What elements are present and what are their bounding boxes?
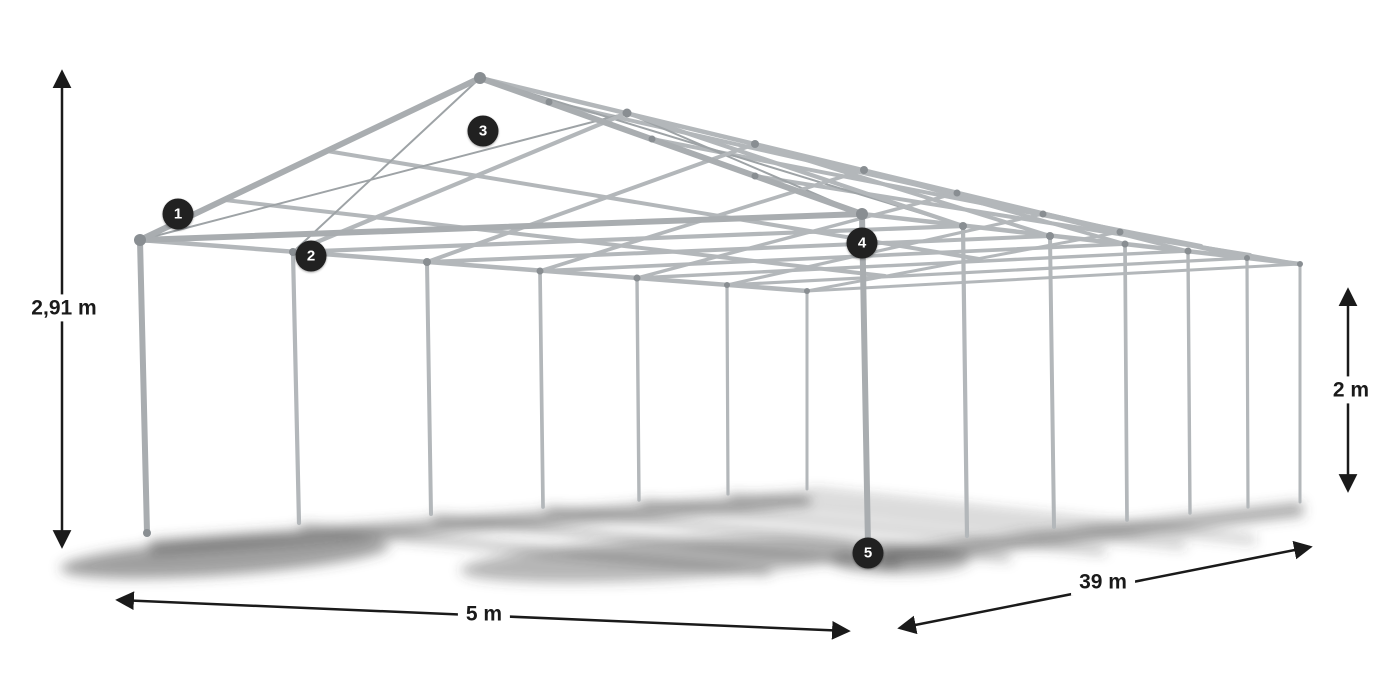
dimension-width: 5 m <box>457 600 511 628</box>
truss-6 <box>725 212 1250 509</box>
dimension-total-height: 2,91 m <box>23 294 105 322</box>
marker-2[interactable]: 2 <box>295 240 327 272</box>
dimension-side-height: 2 m <box>1324 376 1378 404</box>
front-gable-truss <box>137 75 871 549</box>
frame-joints <box>134 72 1303 550</box>
marker-4[interactable]: 4 <box>846 227 878 259</box>
truss-2 <box>290 110 970 539</box>
truss-7 <box>805 230 1302 504</box>
dimension-length: 39 m <box>1071 568 1135 596</box>
marker-1[interactable]: 1 <box>162 198 194 230</box>
marker-3[interactable]: 3 <box>467 115 499 147</box>
truss-3 <box>425 142 1056 529</box>
frame-tubes <box>137 75 1303 549</box>
marker-5[interactable]: 5 <box>852 537 884 569</box>
